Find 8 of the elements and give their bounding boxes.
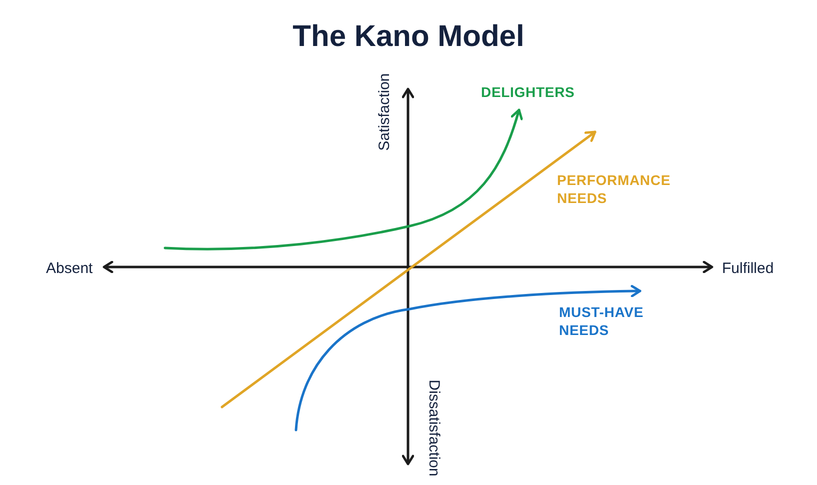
axis-label: Fulfilled [722, 259, 774, 279]
axis-label: Absent [46, 259, 93, 279]
curve-label: PERFORMANCE NEEDS [557, 171, 672, 207]
axis-label: Dissatisfaction [424, 380, 444, 476]
curve-label: MUST-HAVE NEEDS [559, 303, 645, 339]
curve-label: DELIGHTERS [481, 83, 575, 102]
title: The Kano Model [292, 19, 524, 55]
axis-label: Satisfaction [374, 73, 394, 151]
